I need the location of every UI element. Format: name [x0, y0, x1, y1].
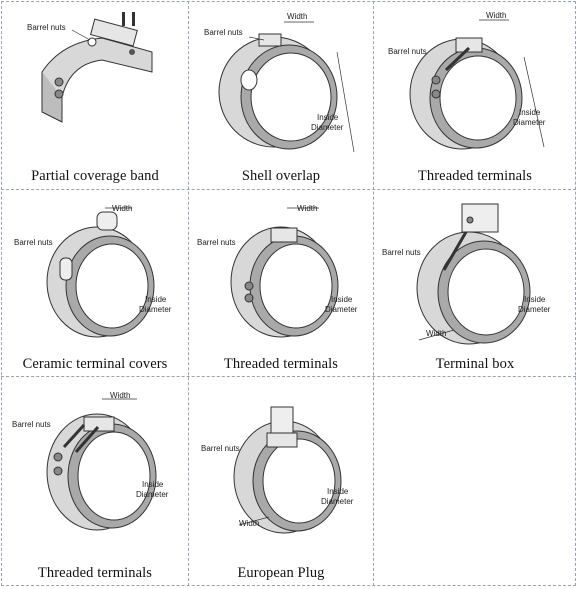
cell-partial-coverage-band: Barrel nuts Partial coverage band — [2, 2, 188, 189]
grid-divider-h2 — [1, 376, 576, 377]
label-diameter: Diameter — [325, 305, 358, 314]
caption-terminal-box: Terminal box — [435, 356, 515, 372]
label-inside: Inside — [145, 295, 167, 304]
threaded-terminals-illustration-2: Barrel nuts Width Inside Diameter — [197, 204, 358, 338]
label-diameter: Diameter — [139, 305, 172, 314]
label-barrel-nuts: Barrel nuts — [204, 28, 243, 37]
label-width: Width — [486, 11, 506, 20]
caption-shell-overlap: Shell overlap — [241, 168, 321, 184]
caption-threaded-terminals-3: Threaded terminals — [37, 565, 153, 581]
ceramic-covers-illustration: Barrel nuts Width Inside Diameter — [14, 204, 172, 338]
label-barrel-nuts: Barrel nuts — [201, 444, 240, 453]
shell-overlap-illustration: Barrel nuts Width Inside Diameter — [204, 12, 355, 153]
label-width: Width — [426, 329, 446, 338]
label-inside: Inside — [524, 295, 546, 304]
cell-shell-overlap: Barrel nuts Width Inside Diameter Shell … — [189, 2, 373, 189]
cell-terminal-box: Barrel nuts Width Inside Diameter Termin… — [374, 190, 576, 376]
label-diameter: Diameter — [136, 490, 169, 499]
grid-divider-h1 — [1, 189, 576, 190]
label-inside: Inside — [327, 487, 349, 496]
label-inside: Inside — [317, 113, 339, 122]
label-inside: Inside — [331, 295, 353, 304]
caption-partial-coverage-band: Partial coverage band — [31, 168, 159, 184]
grid-divider-v1 — [188, 1, 189, 586]
caption-ceramic-terminal-covers: Ceramic terminal covers — [22, 356, 168, 372]
label-barrel-nuts: Barrel nuts — [197, 238, 236, 247]
cell-threaded-terminals-3: Barrel nuts Width Inside Diameter Thread… — [2, 377, 188, 586]
label-width: Width — [287, 12, 307, 21]
label-barrel-nuts: Barrel nuts — [14, 238, 53, 247]
cell-threaded-terminals-1: Barrel nuts Width Inside Diameter Thread… — [374, 2, 576, 189]
caption-european-plug: European Plug — [237, 565, 325, 581]
label-width: Width — [239, 519, 259, 528]
label-diameter: Diameter — [518, 305, 551, 314]
label-width: Width — [110, 391, 130, 400]
cell-ceramic-terminal-covers: Barrel nuts Width Inside Diameter Cerami… — [2, 190, 188, 376]
threaded-terminals-illustration-3: Barrel nuts Width Inside Diameter — [12, 391, 169, 531]
european-plug-illustration: Barrel nuts Width Inside Diameter — [201, 406, 354, 534]
label-barrel-nuts: Barrel nuts — [388, 47, 427, 56]
cell-european-plug: Barrel nuts Width Inside Diameter Europe… — [189, 377, 373, 586]
grid-divider-v2 — [373, 1, 374, 586]
partial-band-illustration: Barrel nuts — [27, 12, 153, 123]
label-inside: Inside — [142, 480, 164, 489]
caption-threaded-terminals-1: Threaded terminals — [417, 168, 533, 184]
label-width: Width — [297, 204, 317, 213]
label-diameter: Diameter — [513, 118, 546, 127]
label-barrel-nuts: Barrel nuts — [382, 248, 421, 257]
terminal-box-illustration: Barrel nuts Width Inside Diameter — [382, 203, 551, 345]
label-diameter: Diameter — [321, 497, 354, 506]
caption-threaded-terminals-2: Threaded terminals — [223, 356, 339, 372]
label-diameter: Diameter — [311, 123, 344, 132]
cell-threaded-terminals-2: Barrel nuts Width Inside Diameter Thread… — [189, 190, 373, 376]
label-width: Width — [112, 204, 132, 213]
label-barrel-nuts: Barrel nuts — [12, 420, 51, 429]
cell-empty — [374, 377, 576, 586]
label-barrel-nuts: Barrel nuts — [27, 23, 66, 32]
label-inside: Inside — [519, 108, 541, 117]
threaded-terminals-illustration-1: Barrel nuts Width Inside Diameter — [388, 11, 546, 150]
